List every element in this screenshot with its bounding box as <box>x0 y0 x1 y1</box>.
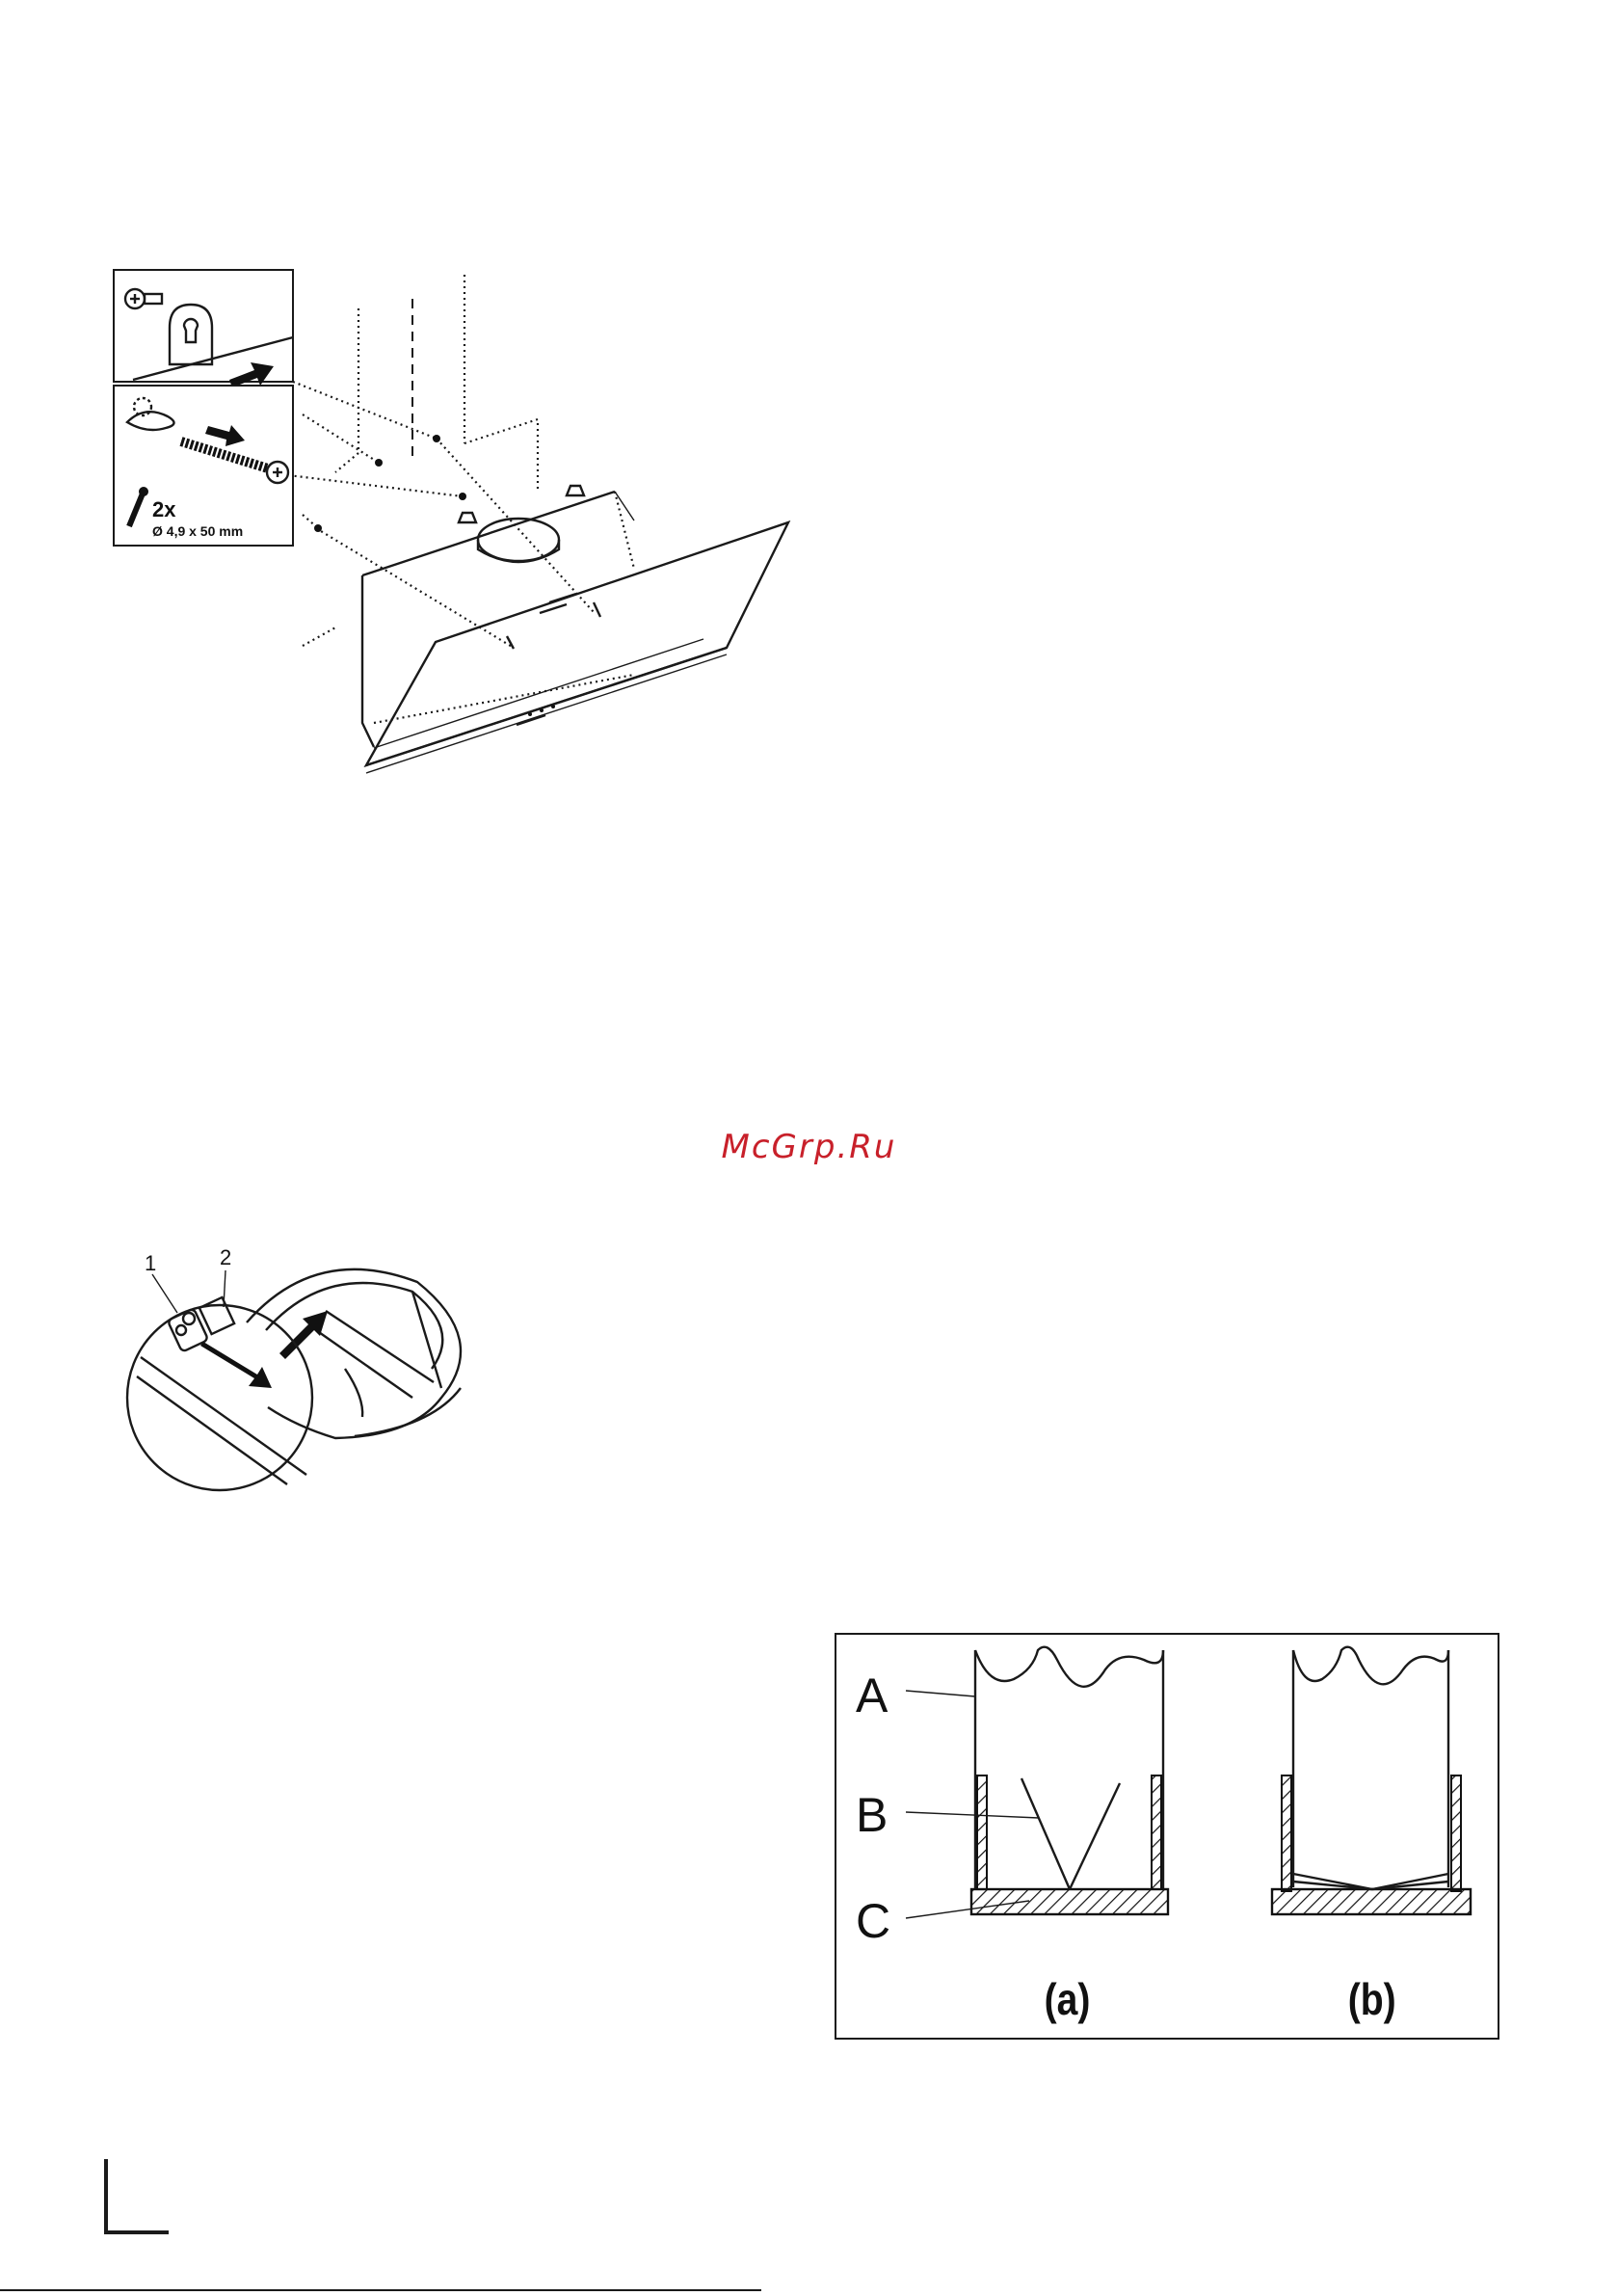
panel-a-label: (a) <box>1045 1975 1091 2025</box>
label-b: B <box>856 1788 888 1842</box>
label-c: C <box>856 1894 890 1948</box>
panel-b-label: (b) <box>1348 1975 1396 2025</box>
label-a: A <box>856 1669 889 1722</box>
page-corner-mark <box>106 2159 169 2232</box>
filter-diagram-frame <box>836 1634 1499 2039</box>
